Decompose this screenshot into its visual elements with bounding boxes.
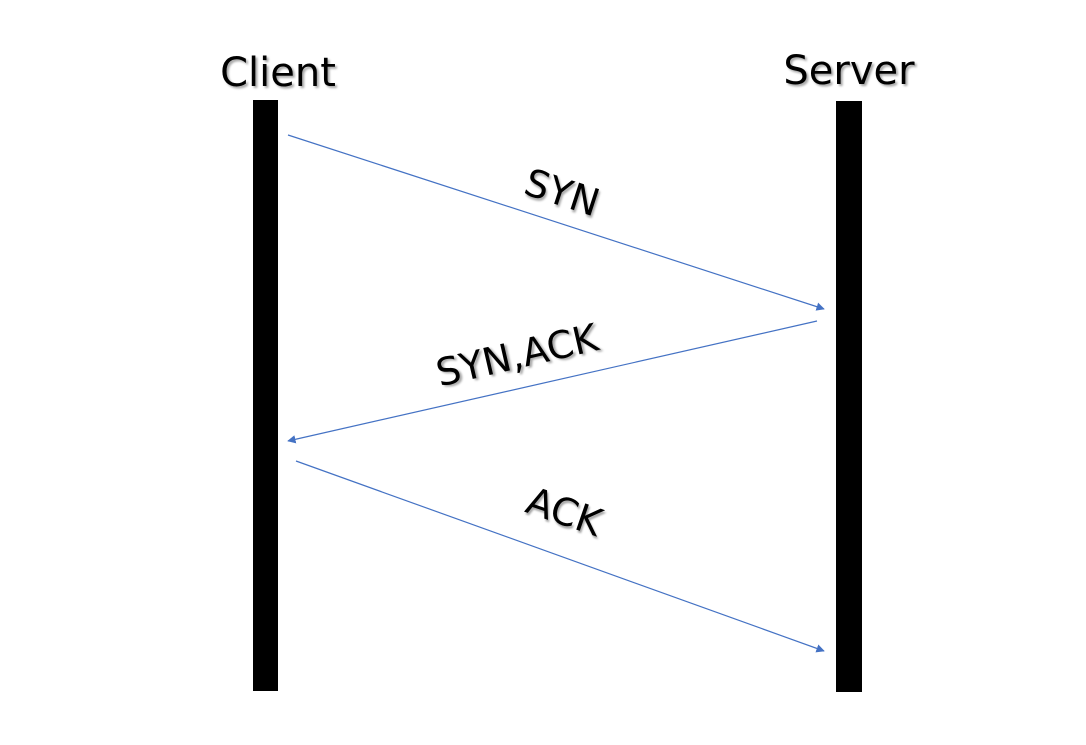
syn-ack-label: SYN,ACK: [432, 315, 603, 395]
server-lifeline: [836, 101, 862, 692]
client-lifeline: [253, 100, 278, 691]
client-label: Client: [220, 50, 336, 96]
syn-ack-arrow: [287, 320, 818, 444]
syn-arrow: [287, 134, 825, 311]
server-label: Server: [783, 48, 915, 94]
ack-arrow: [295, 460, 825, 653]
syn-label: SYN: [519, 160, 605, 225]
ack-label: ACK: [521, 478, 609, 545]
